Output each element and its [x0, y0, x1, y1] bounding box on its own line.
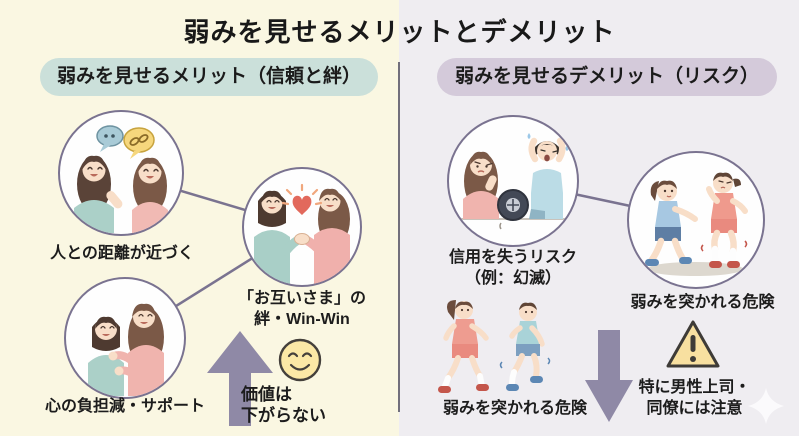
weakness-attack-illustration-2 — [438, 300, 551, 393]
up-arrow-icon — [207, 331, 273, 426]
support-illustration — [64, 277, 186, 399]
girls-figures — [645, 172, 748, 276]
trust-loss-illustration — [447, 115, 579, 247]
sparkle-icon — [748, 388, 784, 424]
down-arrow-icon — [585, 330, 633, 422]
talk-illustration — [58, 110, 184, 236]
warning-triangle-icon — [666, 320, 720, 368]
panel-divider — [398, 62, 400, 412]
merit-header: 弱みを見せるメリット（信頼と絆） — [40, 58, 378, 96]
heart-icon — [254, 183, 350, 284]
support-figures — [88, 303, 164, 396]
weakness-attack-illustration — [627, 151, 765, 289]
tire-panic-figures — [457, 131, 569, 230]
value-note: 価値は 下がらない — [241, 384, 326, 427]
caption-support: 心の負担減・サポート — [44, 398, 205, 415]
page-title: 弱みを見せるメリットとデメリット — [183, 17, 616, 47]
caption-mutual-bond: 「お互いさま」の 絆・Win-Win — [202, 289, 402, 331]
caution-note: 特に男性上司・ 同僚には注意 — [612, 378, 777, 420]
caption-weakness-attacked-bottom: 弱みを突かれる危険 — [442, 400, 587, 417]
caption-trust-loss: 信用を失うリスク （例：幻滅） — [413, 248, 613, 290]
demerit-header: 弱みを見せるデメリット（リスク） — [437, 58, 777, 96]
caution-note-line1: 特に男性上司・ — [638, 379, 751, 396]
value-note-line2: 下がらない — [241, 406, 326, 426]
caption-trust-loss-line2: （例：幻滅） — [464, 269, 561, 287]
caption-weakness-attacked-top: 弱みを突かれる危険 — [630, 294, 775, 311]
caption-mutual-bond-line1: 「お互いさま」の — [237, 290, 366, 307]
caution-note-line2: 同僚には注意 — [646, 399, 743, 417]
caption-trust-loss-line1: 信用を失うリスク — [448, 249, 577, 266]
smiley-icon — [278, 338, 322, 382]
handshake-illustration — [242, 167, 362, 287]
caption-mutual-bond-line2: 絆・Win-Win — [254, 310, 350, 328]
value-note-line1: 価値は — [241, 385, 292, 404]
caption-closer-distance: 人との距離が近づく — [50, 245, 194, 262]
speech-bubbles-icon — [74, 125, 168, 233]
